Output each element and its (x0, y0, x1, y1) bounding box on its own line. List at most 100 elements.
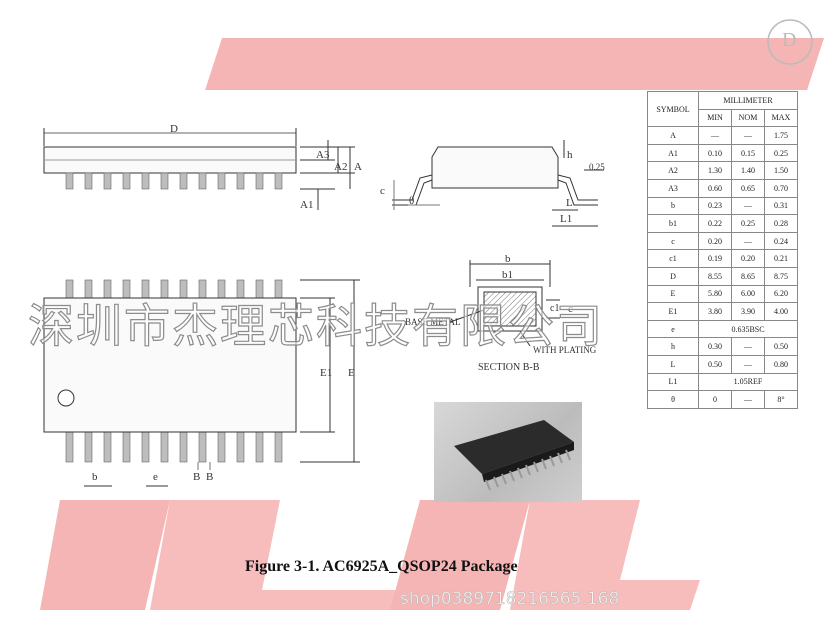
table-cell: 0.70 (764, 178, 798, 198)
table-cell: 0.80 (764, 354, 798, 374)
header-min: MIN (698, 108, 732, 128)
dim-A2-label: A2 (334, 161, 348, 173)
table-cell: 0.31 (764, 196, 798, 216)
dim-025-label: 0.25 (589, 162, 605, 172)
table-cell: — (731, 231, 765, 251)
with-plating-label: WITH PLATING (533, 345, 597, 355)
table-header-row: SYMBOL MILLIMETER (647, 90, 798, 128)
table-cell: — (731, 354, 765, 374)
table-cell: D (647, 266, 699, 286)
table-cell: 1.40 (731, 161, 765, 180)
table-cell: b1 (647, 214, 699, 233)
table-cell: 8.65 (731, 266, 765, 286)
table-cell: c1 (647, 249, 699, 268)
dim-c-side-label: c (380, 185, 385, 197)
dim-A3-label: A3 (316, 149, 330, 161)
table-cell: 0.24 (764, 231, 798, 251)
dim-L-label: L (566, 197, 573, 209)
table-cell: 0.19 (698, 249, 732, 268)
table-cell: 1.50 (764, 161, 798, 180)
table-cell: 0.20 (731, 249, 765, 268)
table-cell: c (647, 231, 699, 251)
dim-e-bottom-label: e (153, 471, 158, 483)
header-symbol: SYMBOL (647, 90, 699, 128)
dim-b-section-label: b (505, 253, 511, 265)
table-cell: θ (647, 390, 699, 409)
chip-photo (434, 402, 582, 502)
dim-B2-label: B (206, 471, 214, 483)
dim-c-section-label: c (568, 303, 573, 315)
table-cell: 0.60 (698, 178, 732, 198)
section-bb-title: SECTION B-B (478, 362, 540, 373)
table-cell: 0.28 (764, 214, 798, 233)
table-cell: 0.20 (698, 231, 732, 251)
table-cell: 3.90 (731, 302, 765, 321)
table-cell: E (647, 284, 699, 304)
dim-A-label: A (354, 161, 362, 173)
header-max: MAX (764, 108, 798, 128)
table-cell: 0.23 (698, 196, 732, 216)
table-cell: e (647, 319, 699, 339)
table-cell: 0.22 (698, 214, 732, 233)
base-metal-label: BASE METAL (405, 317, 461, 327)
table-cell: 1.05REF (698, 372, 798, 392)
table-cell: L1 (647, 372, 699, 392)
table-cell: 0.25 (731, 214, 765, 233)
dim-b1-section-label: b1 (502, 269, 513, 281)
table-cell: 8° (764, 390, 798, 409)
table-cell: 0.21 (764, 249, 798, 268)
table-cell: — (731, 196, 765, 216)
table-cell: A3 (647, 178, 699, 198)
dim-b-bottom-label: b (92, 471, 98, 483)
table-cell: 4.00 (764, 302, 798, 321)
dim-B1-label: B (193, 471, 201, 483)
table-cell: 6.00 (731, 284, 765, 304)
table-cell: 1.75 (764, 126, 798, 145)
corner-logo-letter: D (782, 29, 797, 51)
table-cell: 0.635BSC (698, 319, 798, 339)
table-cell: 0.25 (764, 143, 798, 163)
dim-A1-label: A1 (300, 199, 314, 211)
table-cell: h (647, 337, 699, 356)
dim-L1-label: L1 (560, 213, 573, 225)
table-cell: 0.50 (764, 337, 798, 356)
dim-E-label: E (348, 367, 355, 379)
table-cell: b (647, 196, 699, 216)
table-cell: 0.15 (731, 143, 765, 163)
chip-photo-art (454, 420, 574, 491)
table-cell: 3.80 (698, 302, 732, 321)
table-cell: 0.65 (731, 178, 765, 198)
table-cell: A2 (647, 161, 699, 180)
header-nom: NOM (731, 108, 765, 128)
dim-theta-label: θ (409, 195, 415, 207)
table-cell: 5.80 (698, 284, 732, 304)
dim-c1-section-label: c1 (550, 303, 560, 314)
figure-caption: Figure 3-1. AC6925A_QSOP24 Package (245, 558, 518, 575)
table-cell: — (731, 337, 765, 356)
table-cell: — (698, 126, 732, 145)
table-cell: 6.20 (764, 284, 798, 304)
table-cell: A (647, 126, 699, 145)
table-cell: 0 (698, 390, 732, 409)
shop-watermark: shop0389718216565.168 (400, 589, 620, 610)
table-cell: 8.55 (698, 266, 732, 286)
